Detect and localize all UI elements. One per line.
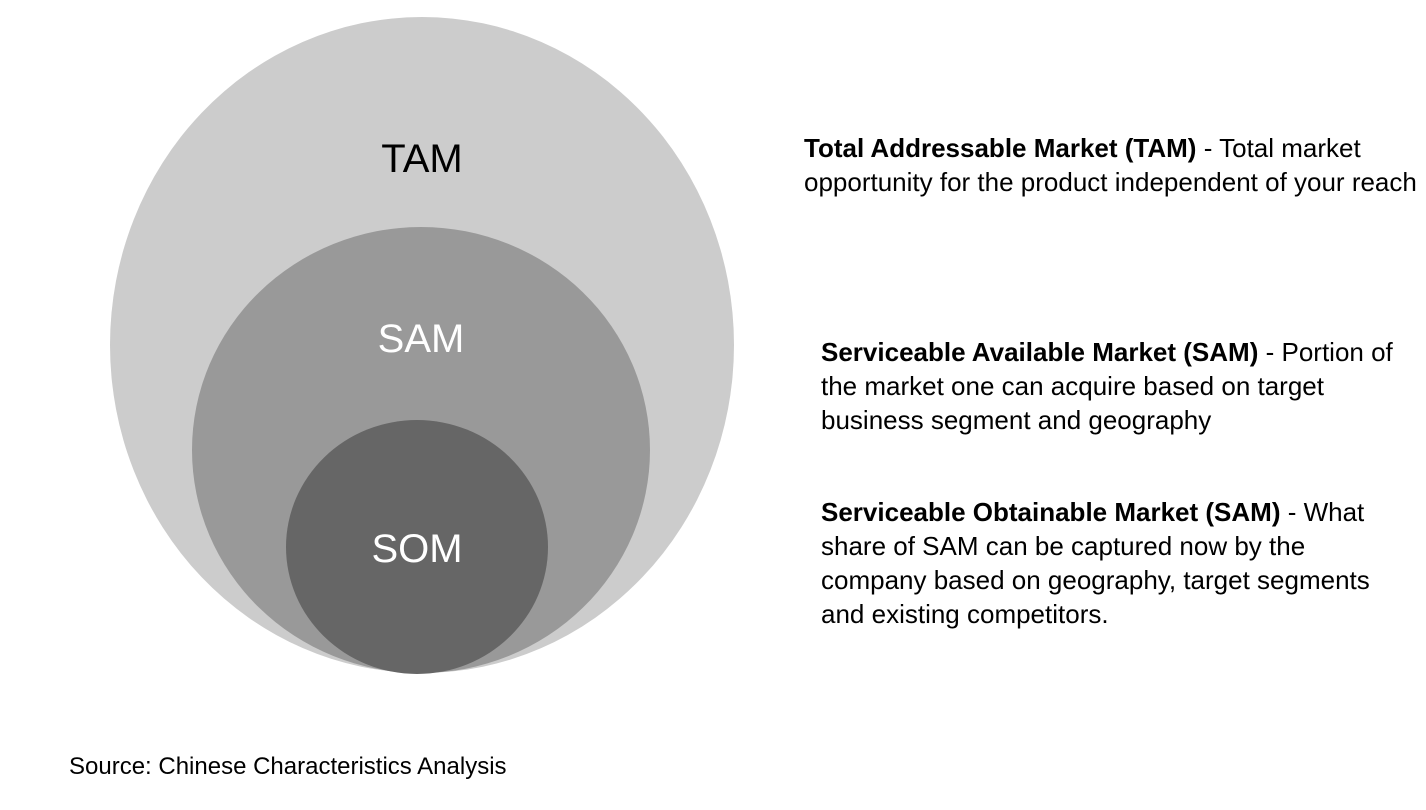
som-circle	[286, 420, 548, 674]
sam-term: Serviceable Available Market (SAM)	[821, 337, 1259, 367]
som-description: Serviceable Obtainable Market (SAM) - Wh…	[821, 495, 1411, 631]
tam-term: Total Addressable Market (TAM)	[804, 133, 1197, 163]
tam-sam-som-diagram: TAM SAM SOM	[110, 17, 734, 674]
tam-label: TAM	[381, 137, 462, 181]
sam-description: Serviceable Available Market (SAM) - Por…	[821, 335, 1411, 437]
som-label: SOM	[371, 527, 462, 571]
som-definition: - What share of SAM can be captured now …	[821, 497, 1370, 629]
source-note: Source: Chinese Characteristics Analysis	[69, 753, 507, 780]
tam-definition: - Total market opportunity for the produ…	[804, 133, 1417, 197]
som-term: Serviceable Obtainable Market (SAM)	[821, 497, 1281, 527]
sam-label: SAM	[378, 317, 465, 361]
sam-definition: - Portion of the market one can acquire …	[821, 337, 1393, 435]
tam-description: Total Addressable Market (TAM) - Total m…	[804, 131, 1419, 199]
